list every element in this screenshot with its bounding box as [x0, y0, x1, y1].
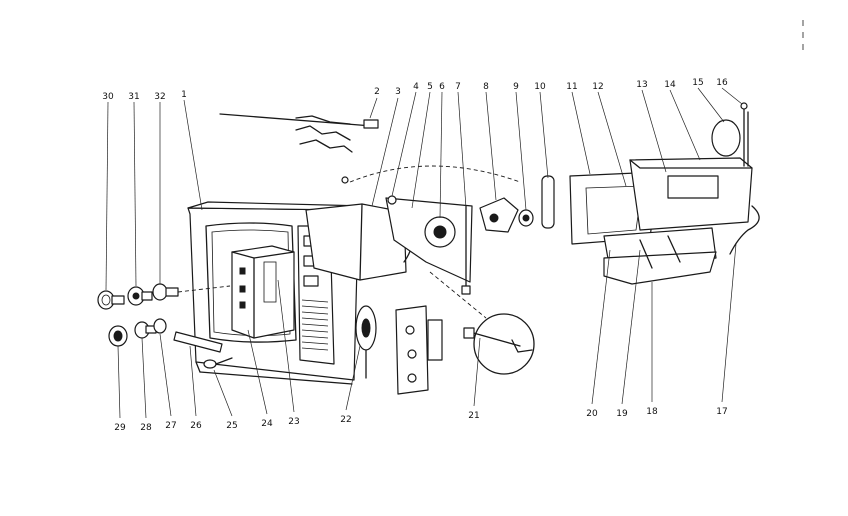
- part-labels: 1 2 3 4 5 6 7 8 9 10 11 12 13 14 15 16 1…: [102, 78, 728, 433]
- part-gun-assembly: [479, 197, 519, 233]
- part-knobs: [97, 283, 231, 347]
- label-7: 7: [455, 82, 461, 92]
- part-picture-tube: [305, 203, 413, 281]
- label-15: 15: [692, 78, 703, 88]
- label-13: 13: [636, 80, 647, 90]
- label-26: 26: [190, 421, 202, 431]
- label-3: 3: [395, 87, 401, 97]
- label-28: 28: [140, 423, 152, 433]
- label-19: 19: [616, 409, 628, 419]
- label-2: 2: [374, 87, 380, 97]
- label-29: 29: [114, 423, 126, 433]
- part-capacitor: [541, 175, 555, 229]
- label-9: 9: [513, 82, 519, 92]
- label-16: 16: [716, 78, 728, 88]
- part-detail-callout: [429, 271, 535, 375]
- label-22: 22: [340, 415, 351, 425]
- label-32: 32: [154, 92, 165, 102]
- label-18: 18: [646, 407, 658, 417]
- label-4: 4: [413, 82, 419, 92]
- label-5: 5: [427, 82, 433, 92]
- label-25: 25: [226, 421, 237, 431]
- part-trim-bar: [173, 331, 223, 353]
- label-23: 23: [288, 417, 299, 427]
- label-8: 8: [483, 82, 489, 92]
- label-21: 21: [468, 411, 479, 421]
- leader-lines: [105, 87, 743, 419]
- label-14: 14: [664, 80, 676, 90]
- label-17: 17: [716, 407, 727, 417]
- part-power-cord: [729, 205, 760, 255]
- part-socket: [518, 209, 534, 227]
- part-tuner-box: [231, 245, 295, 339]
- label-20: 20: [586, 409, 598, 419]
- label-27: 27: [165, 421, 176, 431]
- wire-path: [349, 165, 521, 183]
- part-screw: [203, 357, 233, 369]
- part-chassis: [603, 227, 717, 285]
- label-6: 6: [439, 82, 445, 92]
- part-control-bracket: [395, 305, 443, 395]
- label-10: 10: [534, 82, 546, 92]
- label-30: 30: [102, 92, 114, 102]
- label-24: 24: [261, 419, 273, 429]
- part-speaker: [355, 305, 377, 379]
- part-antenna-hardware: [219, 113, 379, 184]
- part-yoke-bracket: [385, 195, 473, 295]
- label-12: 12: [592, 82, 603, 92]
- part-rear-cabinet: [569, 102, 753, 245]
- label-11: 11: [566, 82, 577, 92]
- label-31: 31: [128, 92, 139, 102]
- label-1: 1: [181, 90, 187, 100]
